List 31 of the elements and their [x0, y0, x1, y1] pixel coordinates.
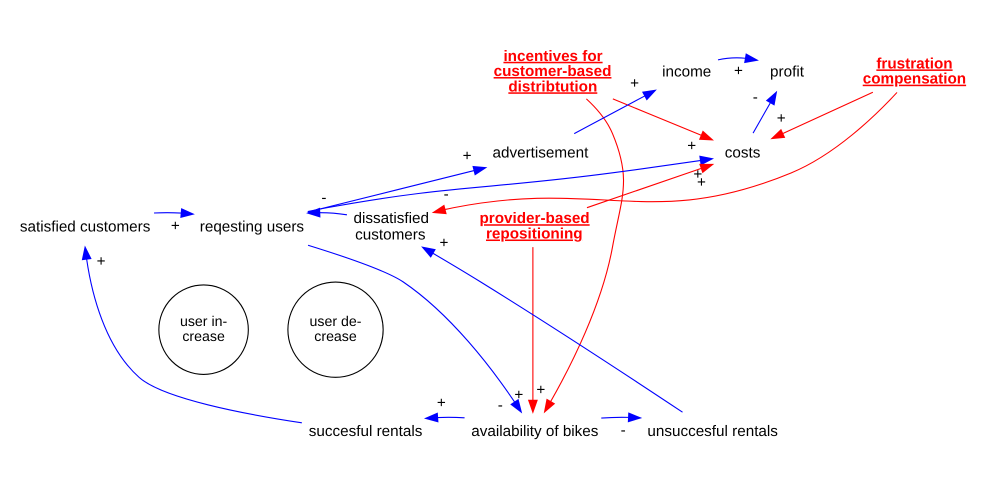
edge-label: +	[776, 110, 786, 127]
node-text: frustration compensation	[862, 55, 966, 88]
label: user de- crease	[310, 314, 362, 346]
edge-label: -	[620, 422, 626, 440]
edge-label: +	[734, 62, 743, 80]
node-text: reqesting users	[200, 218, 304, 236]
node-text: succesful rentals	[308, 423, 422, 440]
node-text: advertisement	[492, 144, 588, 162]
edge-label: +	[440, 234, 448, 252]
edge-label: +	[170, 218, 180, 235]
edge-label: +	[630, 74, 640, 92]
edge-label: -	[752, 89, 758, 106]
edge-label: +	[536, 382, 546, 399]
node-text: incentives for customer-based distribtution	[494, 48, 612, 96]
edge-label: +	[96, 252, 106, 270]
node-text: provider-based repositioning	[479, 210, 590, 242]
edge-label: +	[514, 386, 524, 404]
node-text: dissatisfied customers	[354, 210, 429, 244]
node-text: availability of bikes	[471, 423, 598, 440]
edge-label: -	[444, 186, 449, 203]
node-text: unsuccesful rentals	[647, 423, 778, 440]
edge-label: -	[321, 190, 326, 207]
edge-label: +	[436, 394, 446, 412]
edge-label: -	[498, 396, 503, 414]
node-text: satisfied customers	[20, 218, 150, 236]
edge-label: +	[687, 138, 696, 155]
label: user in- crease	[180, 314, 228, 346]
node-text: profit	[770, 64, 804, 81]
node-text: income	[662, 64, 712, 81]
edge-label: +	[462, 147, 472, 164]
node-text: costs	[724, 144, 760, 162]
